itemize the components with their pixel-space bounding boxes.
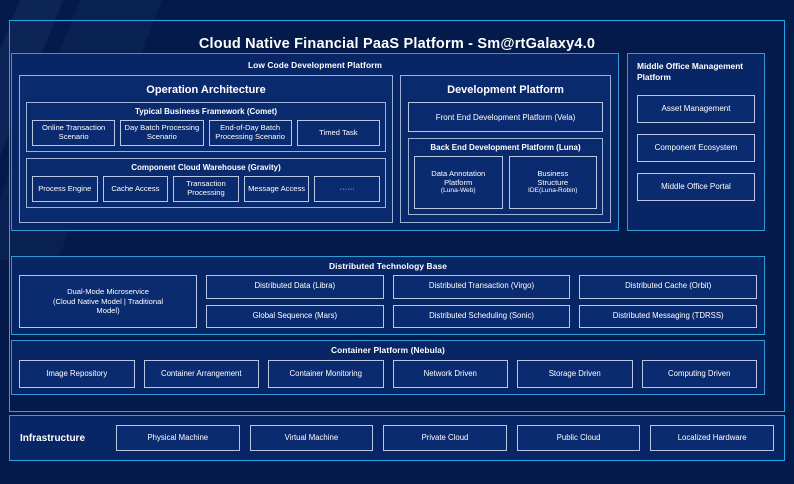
container-platform-title: Container Platform (Nebula) [331, 345, 445, 355]
chip-private-cloud[interactable]: Private Cloud [383, 425, 507, 451]
chip-global-sequence[interactable]: Global Sequence (Mars) [206, 304, 384, 328]
section-container-platform: Container Platform (Nebula) Image Reposi… [11, 340, 765, 395]
chip-public-cloud[interactable]: Public Cloud [516, 425, 641, 451]
top-band: Low Code Development Platform Operation … [11, 53, 765, 231]
chip-distributed-cache[interactable]: Distributed Cache (Orbit) [579, 275, 758, 299]
section-infrastructure: Infrastructure Physical Machine Virtual … [9, 415, 785, 461]
chip-component-ecosystem[interactable]: Component Ecosystem [637, 133, 755, 162]
chip-business-structure-ide[interactable]: Business Structure IDE(Luna-Robin) [508, 156, 597, 209]
section-distributed-technology-base: Distributed Technology Base Dual-Mode Mi… [11, 256, 765, 335]
chip-physical-machine[interactable]: Physical Machine [116, 425, 240, 451]
chip-front-end-development-platform[interactable]: Front End Development Platform (Vela) [408, 102, 603, 132]
chip-storage-driven[interactable]: Storage Driven [517, 360, 633, 388]
dtb-column-3: Distributed Cache (Orbit) Distributed Me… [579, 275, 758, 328]
distributed-technology-base-title: Distributed Technology Base [329, 261, 447, 271]
dtb-column-2: Distributed Transaction (Virgo) Distribu… [392, 275, 571, 328]
business-structure-line-1: Business [537, 168, 569, 178]
chip-distributed-scheduling[interactable]: Distributed Scheduling (Sonic) [392, 304, 571, 328]
dual-mode-line-3: Model) [96, 306, 120, 316]
dual-mode-line-1: Dual-Mode Microservice [67, 286, 149, 296]
chip-distributed-messaging[interactable]: Distributed Messaging (TDRSS) [579, 304, 758, 328]
chip-data-annotation-platform[interactable]: Data Annotation Platform (Luna-Web) [414, 156, 503, 209]
group-typical-business-framework: Typical Business Framework (Comet) Onlin… [26, 102, 386, 152]
operation-architecture-title: Operation Architecture [146, 84, 266, 96]
chip-more-ellipsis[interactable]: ······ [314, 176, 380, 202]
chip-end-of-day-batch-processing-scenario[interactable]: End-of-Day Batch Processing Scenario [208, 120, 292, 146]
business-structure-line-3: IDE(Luna-Robin) [528, 187, 578, 195]
component-cloud-warehouse-title: Component Cloud Warehouse (Gravity) [131, 163, 281, 172]
chip-asset-management[interactable]: Asset Management [637, 94, 755, 123]
chip-virtual-machine[interactable]: Virtual Machine [249, 425, 374, 451]
data-annotation-line-1: Data Annotation [431, 168, 486, 178]
panel-development-platform: Development Platform Front End Developme… [400, 75, 611, 223]
platform-frame: Cloud Native Financial PaaS Platform - S… [9, 20, 785, 412]
low-code-title: Low Code Development Platform [247, 60, 383, 70]
section-low-code-development-platform: Low Code Development Platform Operation … [11, 53, 619, 231]
group-component-cloud-warehouse: Component Cloud Warehouse (Gravity) Proc… [26, 158, 386, 208]
chip-message-access[interactable]: Message Access [243, 176, 310, 202]
data-annotation-line-2: Platform [444, 177, 473, 187]
development-platform-title: Development Platform [447, 84, 564, 96]
dtb-column-1: Distributed Data (Libra) Global Sequence… [206, 275, 384, 328]
chip-container-arrangement[interactable]: Container Arrangement [143, 360, 259, 388]
chip-timed-task[interactable]: Timed Task [296, 120, 380, 146]
middle-office-title: Middle Office Management Platform [637, 61, 744, 83]
chip-transaction-processing[interactable]: Transaction Processing [173, 176, 239, 202]
data-annotation-line-3: (Luna-Web) [440, 187, 476, 195]
business-structure-line-2: Structure [537, 177, 569, 187]
infrastructure-label: Infrastructure [20, 432, 86, 444]
chip-distributed-transaction[interactable]: Distributed Transaction (Virgo) [392, 275, 571, 299]
chip-process-engine[interactable]: Process Engine [32, 176, 98, 202]
chip-online-transaction-scenario[interactable]: Online Transaction Scenario [32, 120, 116, 146]
chip-dual-mode-microservice[interactable]: Dual-Mode Microservice (Cloud Native Mod… [19, 275, 197, 328]
chip-container-monitoring[interactable]: Container Monitoring [268, 360, 384, 388]
chip-image-repository[interactable]: Image Repository [19, 360, 135, 388]
chip-cache-access[interactable]: Cache Access [102, 176, 169, 202]
panel-operation-architecture: Operation Architecture Typical Business … [19, 75, 393, 223]
chip-distributed-data[interactable]: Distributed Data (Libra) [206, 275, 384, 299]
section-middle-office-management-platform: Middle Office Management Platform Asset … [627, 53, 765, 231]
chip-computing-driven[interactable]: Computing Driven [641, 360, 757, 388]
group-back-end-development-platform: Back End Development Platform (Luna) Dat… [408, 138, 603, 215]
back-end-development-platform-title: Back End Development Platform (Luna) [430, 143, 581, 152]
chip-day-batch-processing-scenario[interactable]: Day Batch Processing Scenario [120, 120, 204, 146]
page-title: Cloud Native Financial PaaS Platform - S… [198, 36, 596, 52]
chip-network-driven[interactable]: Network Driven [392, 360, 508, 388]
chip-localized-hardware[interactable]: Localized Hardware [650, 425, 774, 451]
chip-middle-office-portal[interactable]: Middle Office Portal [637, 172, 755, 201]
typical-business-framework-title: Typical Business Framework (Comet) [134, 107, 278, 116]
dual-mode-line-2: (Cloud Native Model | Traditional [52, 296, 164, 306]
